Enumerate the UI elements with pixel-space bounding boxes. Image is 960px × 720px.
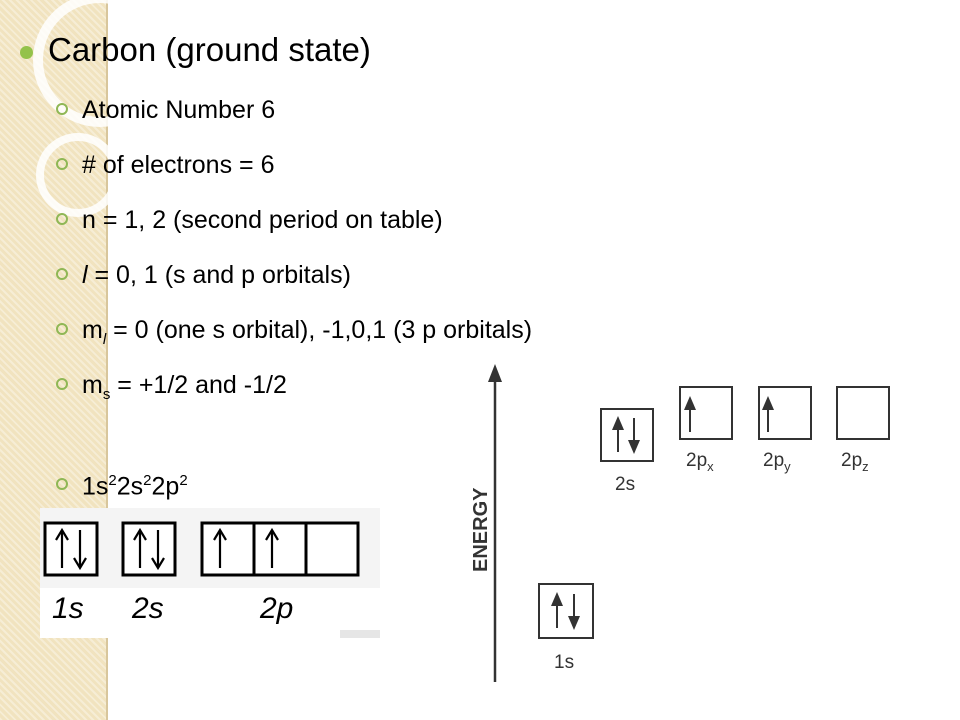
label-2s: 2s	[615, 474, 635, 495]
ml-prefix: m	[82, 316, 103, 344]
item-ml: ml = 0 (one s orbital), -1,0,1 (3 p orbi…	[82, 315, 532, 355]
arrow-up-head	[265, 527, 279, 541]
slide-title: Carbon (ground state)	[48, 31, 371, 68]
orbital-box-diagram: 1s 2s 2p	[40, 508, 380, 638]
label-2s: 2s	[131, 592, 164, 625]
arrow-down-head	[73, 557, 87, 571]
edge-artifact	[340, 630, 380, 638]
energy-level-diagram: ENERGY 2s 2px 2py 2pz 1s	[470, 364, 890, 682]
arrow-up-head	[762, 396, 774, 410]
l-variable: l	[82, 261, 88, 289]
orbital-box-2s	[600, 408, 654, 462]
arrow-up-head	[551, 592, 563, 606]
decorative-rings	[33, 0, 160, 217]
orbital-box-2py	[758, 386, 812, 440]
label-2py: 2py	[763, 450, 791, 474]
sub-bullet-ring	[56, 378, 68, 390]
stripe-edge	[106, 0, 108, 720]
item-configuration: 1s22s22p2	[82, 466, 188, 501]
sub-bullet-ring	[56, 213, 68, 225]
ring-large	[33, 0, 160, 127]
orbital-box-1s	[43, 521, 99, 577]
ms-prefix: m	[82, 371, 103, 399]
sub-bullet-ring	[56, 478, 68, 490]
config-2s: 2s	[116, 472, 144, 501]
label-1s: 1s	[52, 592, 84, 625]
orbital-box-2p	[200, 521, 360, 577]
arrow-up-head	[133, 527, 147, 541]
item-n: n = 1, 2 (second period on table)	[82, 206, 443, 234]
label-2pz: 2pz	[841, 450, 869, 474]
sub-bullet-ring	[56, 103, 68, 115]
ms-subscript: s	[102, 386, 111, 403]
ml-text: = 0 (one s orbital), -1,0,1 (3 p orbital…	[106, 316, 533, 344]
orbital-box-2px	[679, 386, 733, 440]
sub-bullet-ring	[56, 268, 68, 280]
orbital-box-2s	[121, 521, 177, 577]
ring-small	[36, 133, 120, 217]
arrow-up-head	[612, 416, 624, 430]
config-2p: 2p	[151, 472, 180, 501]
arrow-up-head	[213, 527, 227, 541]
energy-axis-label: ENERGY	[470, 487, 492, 572]
arrow-down-head	[628, 440, 640, 454]
item-atomic-number: Atomic Number 6	[82, 96, 276, 124]
ml-subscript: l	[102, 331, 107, 348]
ms-text: = +1/2 and -1/2	[110, 371, 287, 399]
arrow-down-head	[151, 557, 165, 571]
config-2s-exp: 2	[143, 472, 152, 489]
arrow-up-head	[684, 396, 696, 410]
sub-bullet-ring	[56, 158, 68, 170]
config-1s-exp: 2	[108, 472, 117, 489]
bullet-dot	[20, 46, 33, 59]
item-ms: ms = +1/2 and -1/2	[82, 370, 287, 410]
config-1s: 1s	[82, 472, 109, 501]
label-2p: 2p	[259, 592, 293, 625]
sub-bullet-ring	[56, 323, 68, 335]
orbital-box-1s	[538, 583, 594, 639]
arrow-down-head	[568, 616, 580, 630]
item-electrons: # of electrons = 6	[82, 151, 275, 179]
item-l: l = 0, 1 (s and p orbitals)	[82, 260, 351, 290]
config-2p-exp: 2	[179, 472, 188, 489]
orbital-box-2pz	[836, 386, 890, 440]
arrow-up-head	[55, 527, 69, 541]
l-text: = 0, 1 (s and p orbitals)	[87, 261, 351, 289]
label-2px: 2px	[686, 450, 714, 474]
axis-arrow-icon	[488, 364, 502, 382]
label-1s: 1s	[554, 652, 574, 673]
